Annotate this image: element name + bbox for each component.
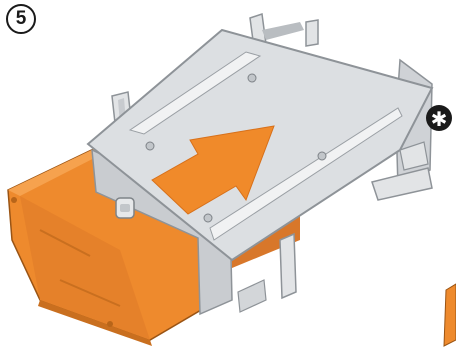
screw-hole: [11, 197, 17, 203]
tray-screw: [146, 142, 154, 150]
asterisk-marker: ✱: [426, 105, 452, 131]
tray-screw: [318, 152, 326, 160]
tray-screw: [248, 74, 256, 82]
tray-release-knob: [116, 198, 134, 218]
asterisk-icon: ✱: [431, 107, 448, 131]
tray-screw: [204, 214, 212, 222]
screw-hole: [107, 321, 113, 327]
hard-drive-partial-right: [444, 284, 456, 346]
